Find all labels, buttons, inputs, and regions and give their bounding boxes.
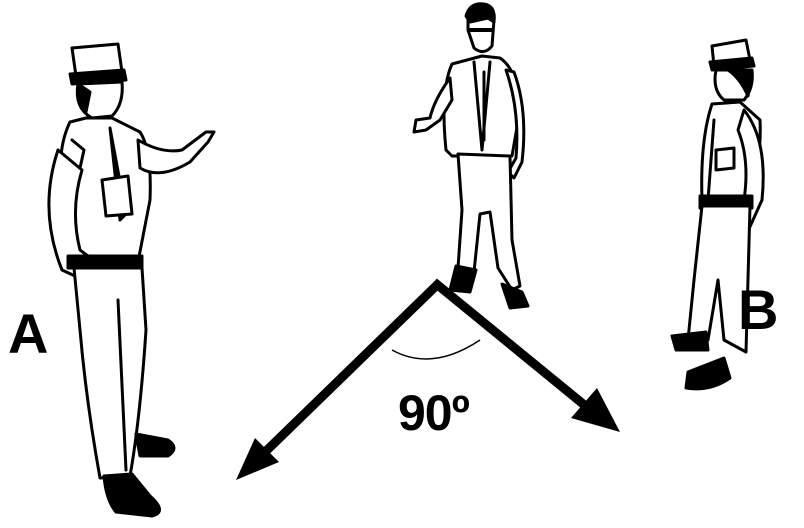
officer-b-figure: [670, 38, 765, 391]
arrowhead-left: [236, 438, 279, 480]
person-a-label: A: [8, 302, 49, 365]
person-b-label: B: [738, 278, 779, 341]
angle-arc: [391, 339, 481, 360]
arrowhead-right: [571, 388, 620, 432]
angle-diagram: [236, 278, 620, 480]
angle-label: 90º: [398, 385, 470, 441]
arrow-shaft-right: [431, 278, 591, 412]
subject-figure: [412, 2, 530, 310]
officer-a-figure: [47, 42, 216, 518]
arrow-shaft-left: [258, 280, 442, 459]
